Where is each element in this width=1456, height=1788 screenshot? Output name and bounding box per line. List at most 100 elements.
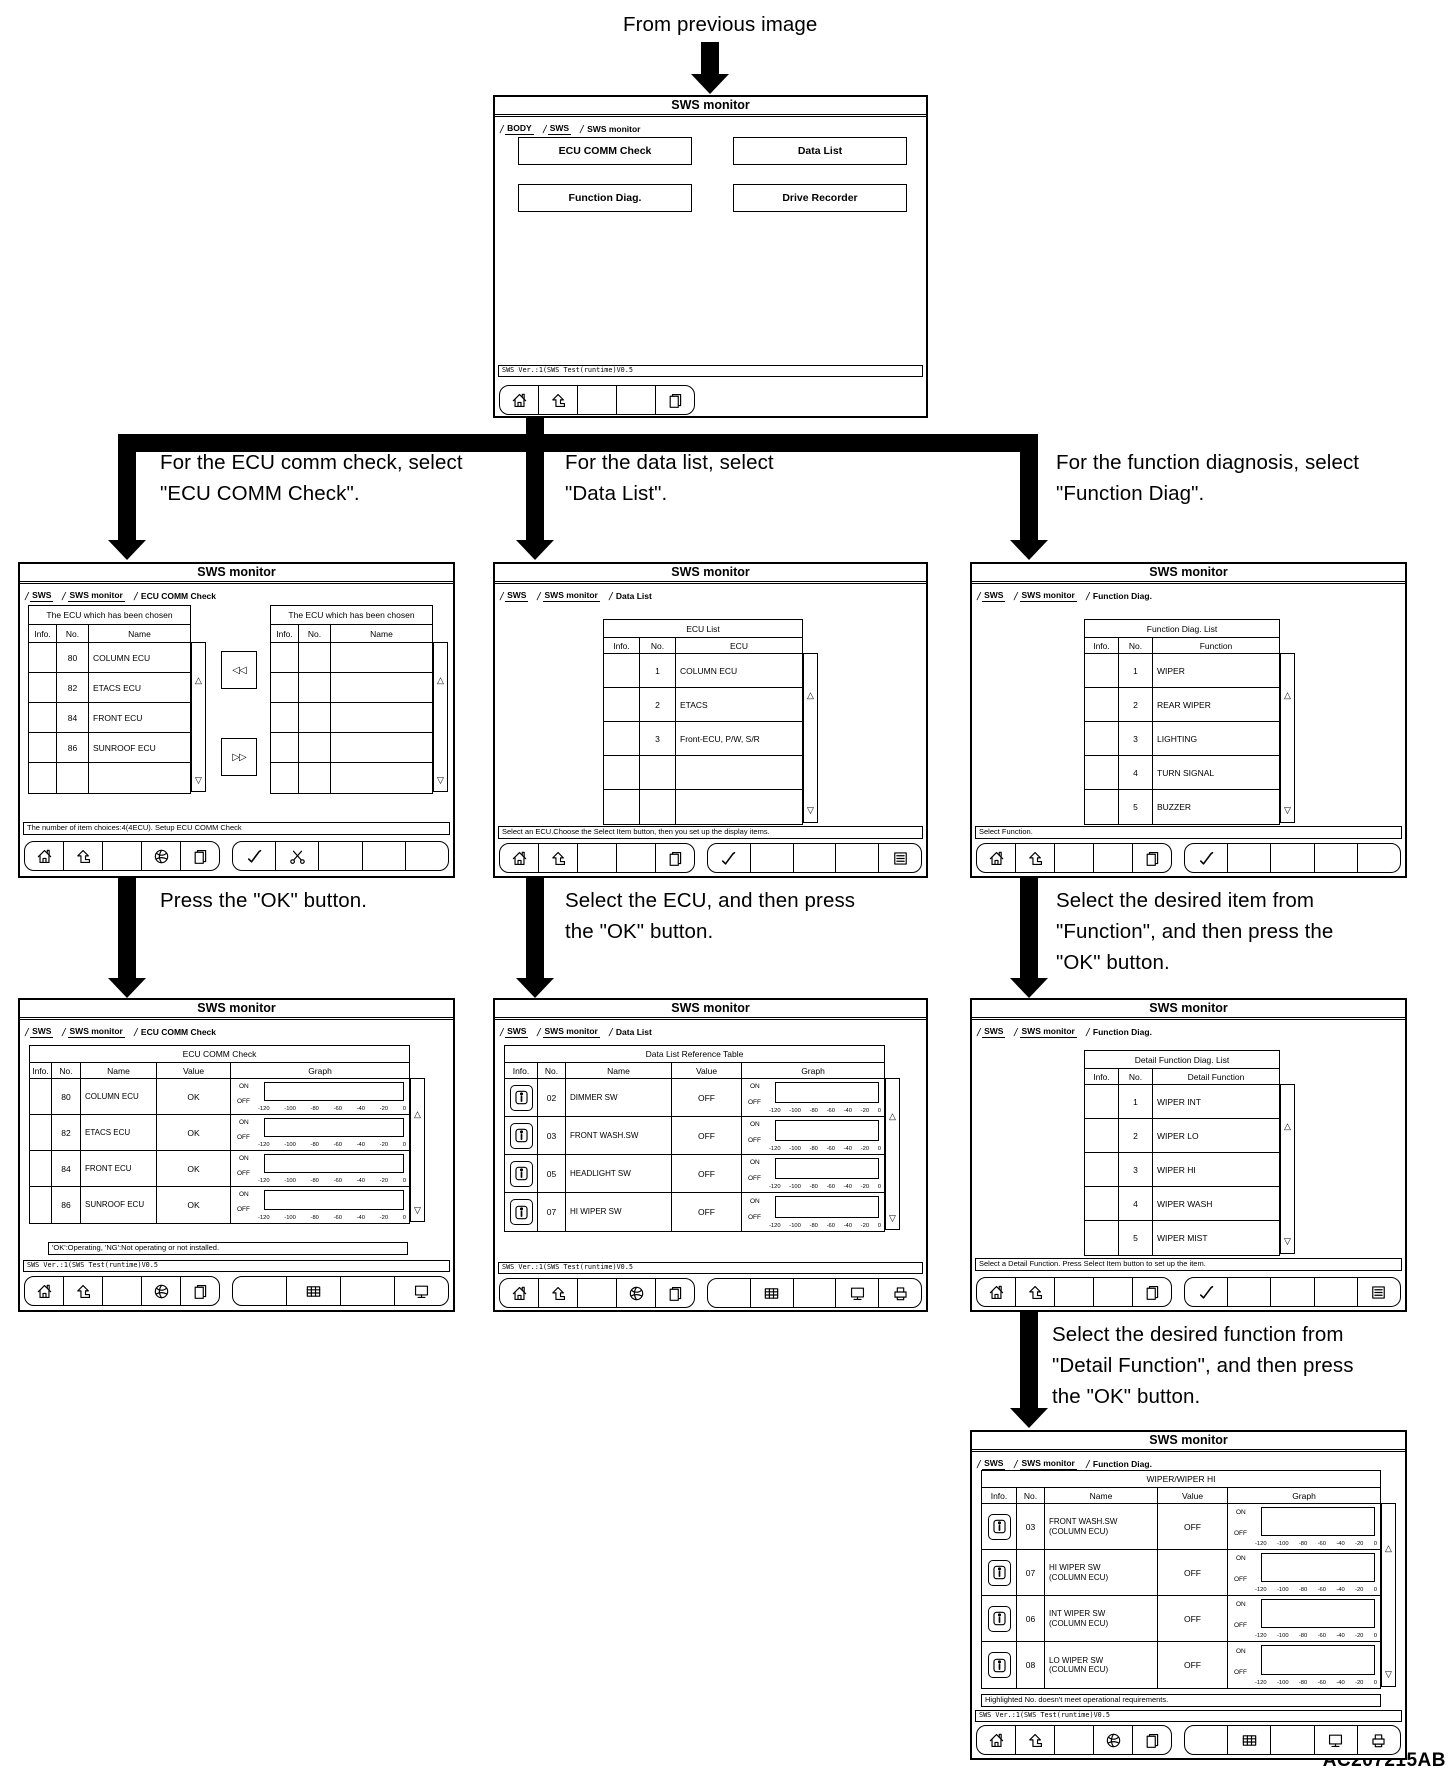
- transfer-right-button[interactable]: ▷▷: [221, 738, 257, 776]
- up-button[interactable]: [539, 1279, 578, 1307]
- page-button[interactable]: [1133, 1278, 1171, 1306]
- tab-body[interactable]: /BODY: [499, 123, 534, 136]
- scroll-down-arrow[interactable]: ▽: [889, 1213, 896, 1223]
- table-button[interactable]: [751, 1279, 794, 1307]
- info-button[interactable]: [509, 1199, 533, 1225]
- up-button[interactable]: [1016, 1726, 1055, 1754]
- home-button[interactable]: [500, 386, 539, 414]
- home-button[interactable]: [500, 1279, 539, 1307]
- tab-sws-monitor[interactable]: /SWS monitor: [536, 590, 600, 603]
- monitor-button[interactable]: [1315, 1726, 1358, 1754]
- info-button[interactable]: [987, 1605, 1011, 1632]
- tab-function-diag[interactable]: /Function Diag.: [1085, 1027, 1154, 1039]
- info-button[interactable]: [987, 1559, 1011, 1586]
- button-drive-recorder[interactable]: Drive Recorder: [733, 184, 907, 212]
- info-button[interactable]: [509, 1160, 533, 1187]
- monitor-button[interactable]: [395, 1277, 448, 1305]
- scroll-up-arrow[interactable]: △: [414, 1109, 421, 1120]
- table-row[interactable]: [29, 763, 190, 793]
- page-button[interactable]: [656, 1279, 694, 1307]
- info-button[interactable]: [987, 1652, 1011, 1678]
- scroll-up-arrow[interactable]: △: [437, 674, 444, 685]
- button-data-list[interactable]: Data List: [733, 137, 907, 165]
- monitor-button[interactable]: [836, 1279, 880, 1307]
- tab-sws-monitor[interactable]: /SWS monitor: [579, 124, 642, 136]
- tab-sws[interactable]: /SWS: [976, 590, 1006, 603]
- scroll-up-arrow[interactable]: △: [889, 1111, 896, 1121]
- list-button[interactable]: [1358, 1278, 1400, 1306]
- home-button[interactable]: [25, 842, 64, 870]
- scroll-down-arrow[interactable]: ▽: [1284, 805, 1291, 816]
- globe-button[interactable]: [617, 1279, 656, 1307]
- tab-sws-monitor[interactable]: /SWS monitor: [61, 590, 125, 603]
- table-row[interactable]: [604, 790, 802, 824]
- table-row[interactable]: [604, 756, 802, 790]
- check-button[interactable]: [1185, 844, 1229, 872]
- tab-sws[interactable]: /SWS: [541, 123, 572, 136]
- table-row[interactable]: [271, 643, 432, 673]
- table-row[interactable]: [271, 703, 432, 733]
- scroll-down-arrow[interactable]: ▽: [437, 775, 444, 786]
- transfer-left-button[interactable]: ◁◁: [221, 651, 257, 689]
- info-button[interactable]: [509, 1122, 533, 1149]
- page-button[interactable]: [656, 844, 694, 872]
- up-button[interactable]: [64, 842, 103, 870]
- tab-data-list[interactable]: /Data List: [608, 1027, 654, 1039]
- globe-button[interactable]: [142, 842, 181, 870]
- scissors-button[interactable]: [276, 842, 320, 870]
- scroll-down-arrow[interactable]: ▽: [807, 805, 814, 816]
- home-button[interactable]: [25, 1277, 64, 1305]
- scroll-down-arrow[interactable]: ▽: [1385, 1668, 1392, 1679]
- tab-function-diag[interactable]: /Function Diag.: [1085, 591, 1154, 603]
- scroll-down-arrow[interactable]: ▽: [195, 775, 202, 786]
- check-button[interactable]: [708, 844, 751, 872]
- scroll-up-arrow[interactable]: △: [1284, 1120, 1291, 1131]
- tab-sws[interactable]: /SWS: [24, 590, 54, 603]
- tab-sws[interactable]: /SWS: [499, 1026, 529, 1039]
- tab-sws[interactable]: /SWS: [24, 1026, 54, 1039]
- up-button[interactable]: [64, 1277, 103, 1305]
- globe-button[interactable]: [142, 1277, 181, 1305]
- printer-button[interactable]: [879, 1279, 921, 1307]
- printer-button[interactable]: [1358, 1726, 1400, 1754]
- table-row[interactable]: [271, 763, 432, 793]
- tab-function-diag[interactable]: /Function Diag.: [1085, 1459, 1154, 1471]
- home-button[interactable]: [977, 1278, 1016, 1306]
- tab-ecu-comm-check[interactable]: /ECU COMM Check: [133, 591, 218, 603]
- tab-sws-monitor[interactable]: /SWS monitor: [1013, 1026, 1077, 1039]
- check-button[interactable]: [1185, 1278, 1229, 1306]
- tab-sws-monitor[interactable]: /SWS monitor: [536, 1026, 600, 1039]
- check-button[interactable]: [233, 842, 277, 870]
- tab-sws[interactable]: /SWS: [976, 1458, 1006, 1471]
- home-button[interactable]: [977, 844, 1016, 872]
- page-button[interactable]: [656, 386, 694, 414]
- scroll-up-arrow[interactable]: △: [807, 689, 814, 700]
- up-button[interactable]: [539, 386, 578, 414]
- table-row[interactable]: [271, 673, 432, 703]
- table-row[interactable]: [271, 733, 432, 763]
- info-button[interactable]: [987, 1513, 1011, 1540]
